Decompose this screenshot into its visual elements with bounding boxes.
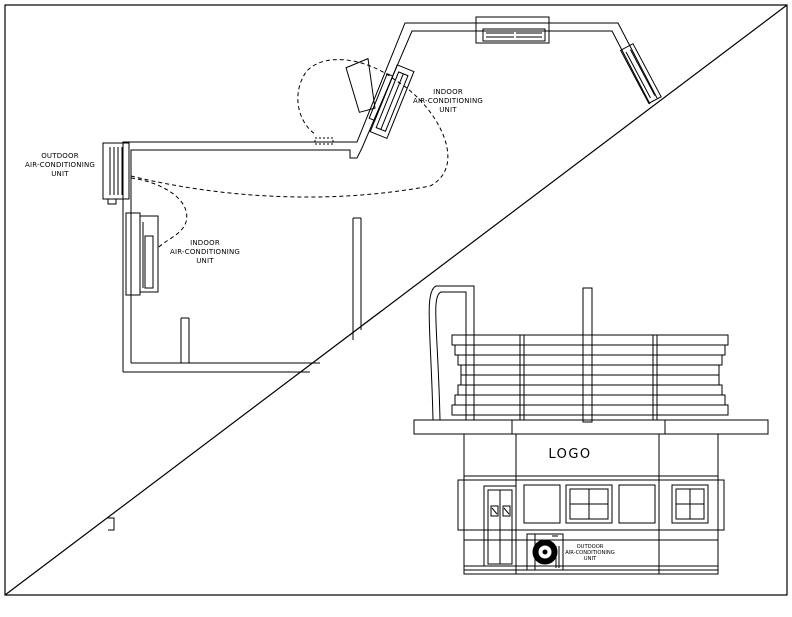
- page-border: [4, 4, 788, 596]
- window-top: [475, 16, 550, 44]
- label-indoor-upper-line1: INDOOR: [433, 88, 463, 96]
- logo-text: LOGO: [548, 447, 591, 462]
- right-fin: [717, 479, 725, 531]
- left-fin: [457, 479, 465, 531]
- label-outdoor-elev-line2: AIR-CONDITIONING: [565, 550, 615, 556]
- door-panel: [345, 57, 376, 113]
- window-grid-1: [565, 484, 613, 524]
- floor-plan: [102, 16, 662, 531]
- label-outdoor-elev-line1: OUTDOOR: [577, 544, 604, 550]
- plan-outer-wall: [122, 22, 658, 372]
- label-indoor-lower: INDOOR AIR-CONDITIONING UNIT: [170, 239, 240, 265]
- label-outdoor-plan: OUTDOOR AIR-CONDITIONING UNIT: [25, 152, 95, 178]
- plan-fragment: [108, 517, 115, 531]
- indoor-unit-lower: [125, 212, 159, 296]
- window-right: [619, 43, 662, 104]
- window-plain-1: [523, 484, 561, 524]
- entry-door: [483, 485, 517, 567]
- outdoor-unit-elevation: [526, 533, 564, 571]
- curved-panel-inner: [435, 291, 467, 421]
- plan-bottom-wall: [123, 362, 320, 373]
- label-indoor-lower-line1: INDOOR: [190, 239, 220, 247]
- louvre-slats: [451, 334, 729, 420]
- label-outdoor-plan-line2: AIR-CONDITIONING: [25, 161, 95, 169]
- plan-partition-right: [352, 217, 362, 340]
- label-indoor-upper-line2: AIR-CONDITIONING: [413, 97, 483, 105]
- refrigerant-line-lower: [130, 177, 188, 249]
- indoor-unit-upper: [368, 64, 415, 140]
- plan-window: [314, 137, 334, 145]
- outdoor-unit-plan: [102, 142, 130, 205]
- diagonal-divider: [4, 4, 788, 596]
- curved-panel: [428, 285, 475, 421]
- refrigerant-line-upper: [130, 59, 449, 198]
- label-indoor-upper-line3: UNIT: [439, 106, 457, 114]
- label-outdoor-plan-line3: UNIT: [51, 170, 69, 178]
- label-indoor-lower-line2: AIR-CONDITIONING: [170, 248, 240, 256]
- label-indoor-lower-line3: UNIT: [196, 257, 214, 265]
- label-indoor-upper: INDOOR AIR-CONDITIONING UNIT: [413, 88, 483, 114]
- window-plain-2: [618, 484, 656, 524]
- label-outdoor-plan-line1: OUTDOOR: [41, 152, 79, 160]
- label-outdoor-elevation: OUTDOOR AIR-CONDITIONING UNIT: [565, 544, 615, 562]
- plan-partition-left: [180, 317, 190, 363]
- label-outdoor-elev-line3: UNIT: [584, 556, 597, 562]
- elevation: [413, 285, 769, 575]
- window-grid-2: [671, 484, 709, 524]
